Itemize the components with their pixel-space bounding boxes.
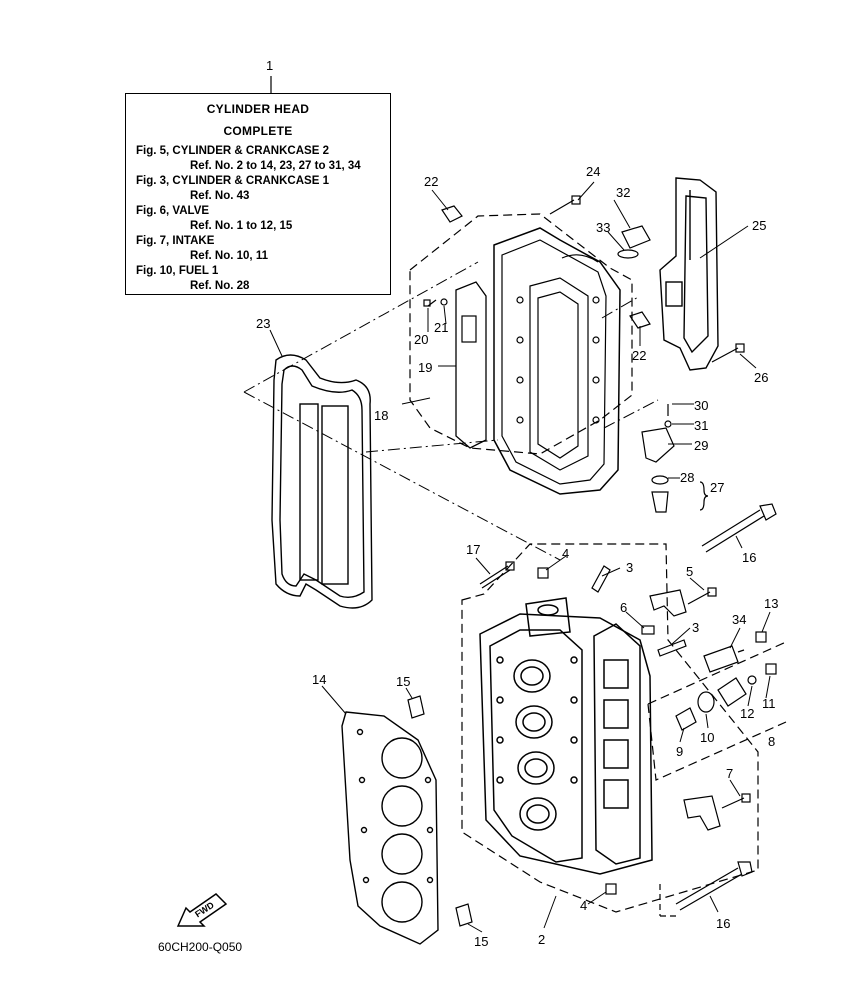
pin-6 (641, 625, 655, 635)
fwd-arrow-icon: FWD (176, 893, 228, 927)
grommet-22-right (629, 311, 651, 329)
callout-22-left: 22 (424, 174, 438, 189)
washer-21 (440, 298, 448, 306)
callout-9: 9 (676, 744, 683, 759)
legend-entry-refs: Ref. No. 43 (190, 190, 250, 202)
legend-entry-fig: Fig. 7, INTAKE (136, 235, 215, 247)
clamp-7 (683, 795, 721, 831)
bolt-26 (711, 343, 745, 363)
dowel-pin-upper (407, 695, 425, 719)
plug-9 (675, 707, 697, 731)
clamp-bracket (649, 589, 687, 617)
cylinder-head-gasket (341, 711, 439, 945)
callout-17: 17 (466, 542, 480, 557)
callout-16-upper: 16 (742, 550, 756, 565)
callout-12: 12 (740, 706, 754, 721)
head-cover-dashed-outline (409, 213, 633, 455)
bolt-11 (765, 663, 777, 675)
stud-3-upper (591, 565, 611, 593)
callout-4-lower: 4 (580, 898, 587, 913)
callout-25: 25 (752, 218, 766, 233)
callout-15-lower: 15 (474, 934, 488, 949)
callout-27: 27 (710, 480, 724, 495)
plug-4-lower (605, 883, 617, 895)
callout-1: 1 (266, 58, 273, 73)
sensor-34 (703, 645, 745, 673)
bolt-5 (687, 587, 717, 605)
cylinder-head-dashed-outline (461, 543, 759, 913)
legend-entry-refs: Ref. No. 2 to 14, 23, 27 to 31, 34 (190, 160, 361, 172)
plug-4-upper (537, 567, 549, 579)
callout-2: 2 (538, 932, 545, 947)
dowel-pin-lower (455, 903, 473, 927)
grommet-22-left (441, 205, 463, 223)
callout-21: 21 (434, 320, 448, 335)
callout-18: 18 (374, 408, 388, 423)
callout-7: 7 (726, 766, 733, 781)
bolt-13 (755, 631, 767, 643)
legend-entry-fig: Fig. 6, VALVE (136, 205, 210, 217)
callout-19: 19 (418, 360, 432, 375)
sensor-29 (641, 427, 675, 463)
cylinder-head-legend: CYLINDER HEAD COMPLETE Fig. 5, CYLINDER … (125, 93, 391, 295)
bracket (659, 177, 719, 371)
callout-30: 30 (694, 398, 708, 413)
callout-10: 10 (700, 730, 714, 745)
callout-11: 11 (762, 696, 776, 711)
callout-26: 26 (754, 370, 768, 385)
cylinder-head-body (479, 597, 653, 875)
stud-3-lower (657, 639, 687, 657)
bolt-17 (479, 561, 515, 589)
oring-10 (697, 691, 715, 713)
bolt-7 (721, 793, 751, 809)
bolt-20 (423, 299, 437, 307)
callout-33: 33 (596, 220, 610, 235)
legend-entry-fig: Fig. 10, FUEL 1 (136, 265, 219, 277)
legend-subtitle: COMPLETE (223, 124, 293, 138)
sensor-group-dashed-outline (647, 641, 787, 781)
head-cover-gasket (271, 354, 373, 609)
callout-31: 31 (694, 418, 708, 433)
washer-28 (651, 475, 669, 485)
callout-13: 13 (764, 596, 778, 611)
cylinder-head-cover (493, 227, 621, 495)
callout-22-right: 22 (632, 348, 646, 363)
callout-23: 23 (256, 316, 270, 331)
callout-14: 14 (312, 672, 326, 687)
cover-plate (455, 281, 487, 449)
bolt-24 (549, 195, 581, 215)
diagram-code: 60CH200-Q050 (158, 940, 243, 954)
oring-33 (617, 249, 639, 259)
legend-entry-fig: Fig. 5, CYLINDER & CRANKCASE 2 (136, 145, 329, 157)
callout-29: 29 (694, 438, 708, 453)
legend-title: CYLINDER HEAD (206, 102, 310, 116)
legend-entry-refs: Ref. No. 10, 11 (190, 250, 268, 262)
callout-32: 32 (616, 185, 630, 200)
callout-20: 20 (414, 332, 428, 347)
callout-15-upper: 15 (396, 674, 410, 689)
long-bolt-upper (701, 503, 777, 553)
callout-28: 28 (680, 470, 694, 485)
callout-5: 5 (686, 564, 693, 579)
sensor-housing (717, 677, 747, 707)
legend-entry-refs: Ref. No. 1 to 12, 15 (190, 220, 293, 232)
oil-cap-32 (621, 225, 651, 249)
callout-6: 6 (620, 600, 627, 615)
sensor-27-tip (651, 491, 669, 513)
callout-16-lower: 16 (716, 916, 730, 931)
callout-34: 34 (732, 612, 746, 627)
callout-3-lower: 3 (692, 620, 699, 635)
callout-8: 8 (768, 734, 775, 749)
long-bolt-lower (675, 861, 753, 911)
washer-31 (664, 420, 672, 428)
callout-24: 24 (586, 164, 600, 179)
washer-12 (747, 675, 757, 685)
legend-entry-fig: Fig. 3, CYLINDER & CRANKCASE 1 (136, 175, 329, 187)
callout-4-upper: 4 (562, 546, 569, 561)
legend-entry-refs: Ref. No. 28 (190, 280, 250, 292)
callout-3-upper: 3 (626, 560, 633, 575)
